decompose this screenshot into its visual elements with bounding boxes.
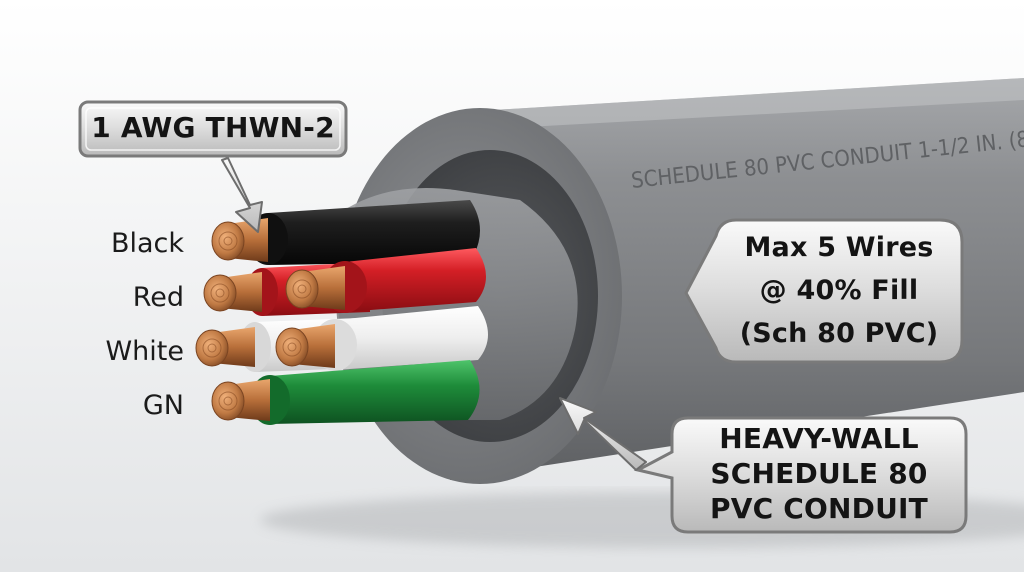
capacity-label: Max 5 Wires @ 40% Fill (Sch 80 PVC)	[716, 226, 962, 355]
capacity-line-3: (Sch 80 PVC)	[739, 318, 939, 349]
capacity-line-2: @ 40% Fill	[759, 275, 919, 306]
wire-red	[285, 248, 486, 313]
conduit-type-arrow	[559, 397, 647, 471]
capacity-line-1: Max 5 Wires	[744, 232, 934, 263]
callout-conduit-type	[633, 416, 968, 534]
wire-type-label: 1 AWG THWN-2	[91, 111, 335, 144]
conduit-type-line-3: PVC CONDUIT	[710, 492, 928, 525]
wire-label-red: Red	[132, 282, 184, 313]
wire-label-white: White	[105, 336, 184, 367]
callout-wire-type	[78, 100, 348, 158]
wire-green	[211, 360, 480, 425]
wire-label-black: Black	[110, 228, 184, 259]
wire-type-arrow	[221, 157, 263, 233]
callout-capacity	[684, 218, 964, 364]
conduit-type-label: HEAVY-WALL SCHEDULE 80 PVC CONDUIT	[672, 421, 966, 526]
wire-label-gn: GN	[142, 390, 184, 421]
wire-white	[275, 306, 488, 371]
conduit-type-line-2: SCHEDULE 80	[710, 457, 928, 490]
conduit-type-line-1: HEAVY-WALL	[719, 422, 919, 455]
